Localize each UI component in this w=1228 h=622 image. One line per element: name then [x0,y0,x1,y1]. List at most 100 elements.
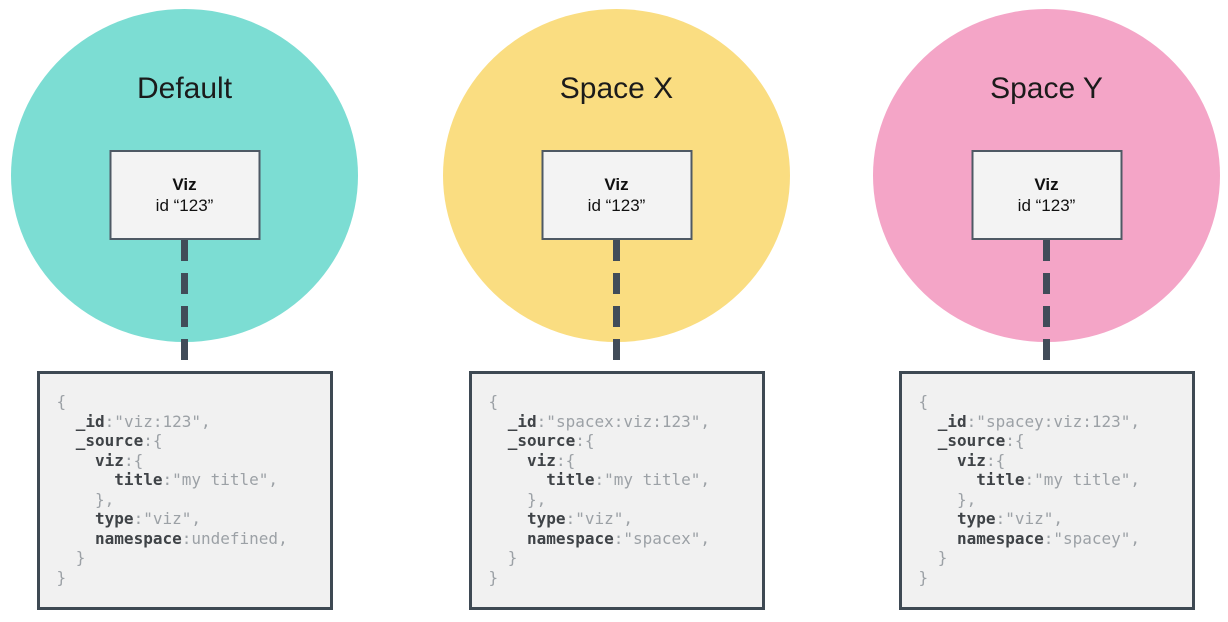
code-key: title [114,470,163,489]
code-value: :{ [1005,431,1025,450]
code-value: :"spacex:viz:123", [536,411,711,431]
code-value: } [937,548,948,567]
code-indent [57,431,76,450]
code-key: _id [937,411,967,431]
code-value: :"viz:123", [104,411,211,431]
code-value: :"my title", [1024,470,1141,489]
code-value: } [488,567,499,587]
code-key: namespace [957,528,1044,548]
code-value: :"viz", [995,509,1063,528]
code-indent [489,548,508,567]
code-value: }, [527,489,547,509]
code-line: title:"my title", [489,470,762,490]
saved-object-code-box-space-x: { _id:"spacex:viz:123", _source:{ viz:{ … [468,371,765,610]
code-indent [919,490,958,509]
code-key: viz [957,450,986,470]
code-value: :{ [575,431,595,450]
code-key: title [976,470,1025,489]
code-indent [489,431,508,450]
viz-card-title: Viz [604,175,629,194]
code-value: } [75,548,86,567]
space-title: Default [136,72,233,105]
code-line: _id:"viz:123", [57,412,330,432]
code-value: { [918,392,929,411]
code-key: type [957,509,996,528]
saved-object-code-box-default: { _id:"viz:123", _source:{ viz:{ title:"… [36,371,333,610]
code-indent [489,490,528,509]
code-line: { [919,392,1192,412]
code-line: }, [57,490,330,510]
viz-card: Viz id “123” [541,150,692,240]
code-indent [57,451,96,470]
code-key: _source [507,431,576,450]
code-indent [919,431,938,450]
code-line: _id:"spacey:viz:123", [919,412,1192,432]
code-key: title [546,470,595,489]
code-value: :"viz", [565,509,633,528]
code-line: } [489,548,762,568]
code-line: { [489,392,762,412]
code-indent [57,490,96,509]
code-line: { [57,392,330,412]
code-line: viz:{ [919,451,1192,471]
code-key: _source [937,431,1006,450]
code-indent [57,548,76,567]
code-line: _source:{ [57,431,330,451]
code-line: title:"my title", [919,470,1192,490]
code-line: type:"viz", [57,509,330,529]
dashed-connector [180,240,188,371]
code-indent [919,412,938,431]
space-column-space-x: Space X Viz id “123” { _id:"spacex:viz:1… [443,0,790,622]
space-column-space-y: Space Y Viz id “123” { _id:"spacey:viz:1… [873,0,1220,622]
code-value: :"my title", [162,470,279,489]
code-line: namespace:undefined, [57,529,330,549]
viz-card-id: id “123” [155,196,214,215]
code-value: }, [95,489,115,509]
code-line: } [919,548,1192,568]
code-line: viz:{ [57,451,330,471]
saved-object-code-box-space-y: { _id:"spacey:viz:123", _source:{ viz:{ … [898,371,1195,610]
code-indent [489,470,547,489]
code-indent [919,548,938,567]
viz-card: Viz id “123” [109,150,260,240]
code-line: viz:{ [489,451,762,471]
code-value: { [488,392,499,411]
code-indent [919,529,958,548]
code-indent [489,451,528,470]
code-value: } [56,567,67,587]
code-value: :"my title", [594,470,711,489]
code-indent [919,451,958,470]
code-key: viz [95,450,124,470]
viz-card-id: id “123” [587,196,646,215]
code-indent [919,509,958,528]
space-column-default: Default Viz id “123” { _id:"viz:123", _s… [11,0,358,622]
code-value: :{ [123,450,144,470]
code-line: _id:"spacex:viz:123", [489,412,762,432]
code-line: type:"viz", [919,509,1192,529]
code-line: namespace:"spacey", [919,529,1192,549]
code-line: }, [489,490,762,510]
code-indent [489,412,508,431]
code-indent [489,509,528,528]
code-indent [489,529,528,548]
code-indent [57,529,96,548]
dashed-connector [1042,240,1050,371]
code-key: namespace [527,528,614,548]
viz-card: Viz id “123” [971,150,1122,240]
viz-card-id: id “123” [1017,196,1076,215]
code-value: :"spacey:viz:123", [966,411,1141,431]
code-value: :{ [143,431,163,450]
code-value: :undefined, [181,528,288,548]
code-indent [57,470,115,489]
viz-card-title: Viz [172,175,197,194]
code-indent [57,509,96,528]
code-line: _source:{ [919,431,1192,451]
code-line: } [57,548,330,568]
code-indent [57,412,76,431]
code-line: }, [919,490,1192,510]
code-line: } [57,568,330,588]
code-key: namespace [95,528,182,548]
code-value: :"spacex", [613,528,711,548]
code-key: viz [527,450,556,470]
